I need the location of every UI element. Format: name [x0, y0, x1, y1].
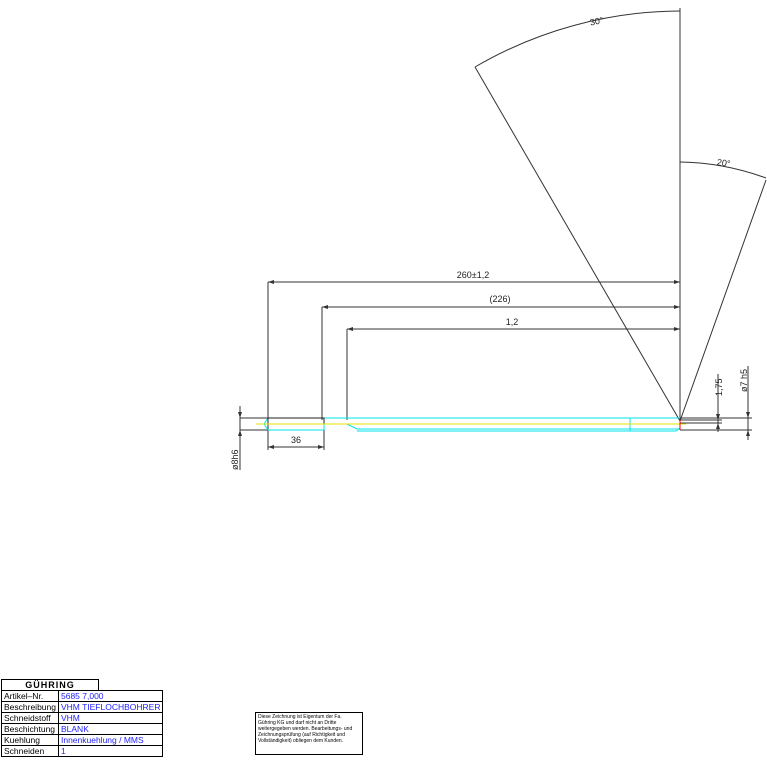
row-label: Kuehlung: [1, 734, 59, 746]
dim-tip-label: 1,2: [506, 317, 519, 327]
angle-30-arc: [474, 10, 681, 68]
shank-outline: [267, 417, 325, 425]
row-value: 5685 7,000: [57, 690, 164, 702]
dim-shank-diameter-label: ø8h6: [230, 449, 240, 470]
dim-overall-label: 260±1,2: [457, 270, 489, 280]
row-label: Schneidstoff: [1, 712, 59, 724]
row-value: BLANK: [57, 723, 164, 735]
angle-30-line: [474, 66, 681, 422]
row-label: Beschichtung: [1, 723, 59, 735]
dim-shank-label: 36: [291, 435, 301, 445]
dim-flute-label: (226): [489, 294, 510, 304]
angle-20-label: 20°: [716, 157, 731, 169]
row-label: Beschreibung: [1, 701, 59, 713]
row-value: VHM TIEFLOCHBOHRER: [57, 701, 164, 713]
row-label: Artikel–Nr.: [1, 690, 59, 702]
angle-20-arc: [679, 161, 767, 179]
row-value: VHM: [57, 712, 164, 724]
angle-30-label: 30°: [589, 15, 605, 28]
angle-20-line: [679, 179, 767, 422]
ownership-note: Diese Zeichnung ist Eigentum der Fa. Güh…: [255, 712, 363, 755]
row-value: 1: [57, 745, 164, 757]
dim-tip-diameter-label: ø7 h5: [739, 369, 749, 392]
dim-step-label: 1,75: [714, 378, 724, 396]
row-label: Schneiden: [1, 745, 59, 757]
row-value: Innenkuehlung / MMS: [57, 734, 164, 746]
table-row: Artikel–Nr.5685 7,000: [1, 690, 164, 702]
